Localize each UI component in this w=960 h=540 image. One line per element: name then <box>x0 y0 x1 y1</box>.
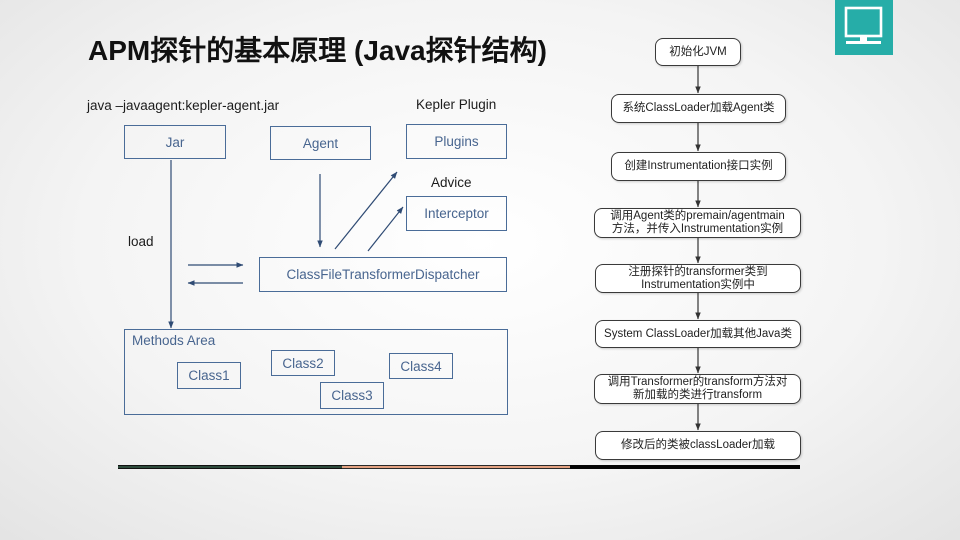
class3-box: Class3 <box>320 382 384 409</box>
methods-area-box: Methods Area Class1 Class2 Class3 Class4 <box>124 329 508 415</box>
bottom-bar-middle-segment <box>342 465 570 469</box>
flow-step-create-instrumentation: 创建Instrumentation接口实例 <box>611 152 786 181</box>
dispatcher-to-plugins-arrow <box>334 171 398 250</box>
plugins-box-label: Plugins <box>434 134 479 149</box>
jar-box-label: Jar <box>165 134 185 150</box>
flow-step-text: 系统ClassLoader加载Agent类 <box>622 102 775 114</box>
agent-box-label: Agent <box>302 135 339 151</box>
flow-step-register-transformer: 注册探针的transformer类到 Instrumentation实例中 <box>595 264 801 293</box>
class2-label: Class2 <box>282 355 324 371</box>
flow-step-call-transform: 调用Transformer的transform方法对 新加载的类进行transf… <box>594 374 801 404</box>
bottom-bar-right-segment <box>570 465 800 469</box>
flow-step-text: Instrumentation实例中 <box>641 278 755 291</box>
monitor-icon <box>844 6 883 44</box>
interceptor-box: Interceptor <box>406 196 507 231</box>
monitor-neck <box>860 37 867 41</box>
dispatcher-to-interceptor-arrow <box>367 206 404 252</box>
slide-title: APM探针的基本原理 (Java探针结构) <box>88 35 547 66</box>
flow-step-load-agent: 系统ClassLoader加载Agent类 <box>611 94 786 123</box>
plugins-box: Plugins <box>406 124 507 159</box>
flow-step-call-premain: 调用Agent类的premain/agentmain 方法，并传入Instrum… <box>594 208 801 238</box>
monitor-base <box>846 41 881 44</box>
advice-label: Advice <box>431 175 472 190</box>
methods-area-label: Methods Area <box>132 333 216 348</box>
class3-label: Class3 <box>331 388 373 403</box>
class4-label: Class4 <box>400 358 442 374</box>
flow-step-text: 新加载的类进行transform <box>632 389 763 401</box>
flow-step-init-jvm: 初始化JVM <box>655 38 741 66</box>
dispatcher-box: ClassFileTransformerDispatcher <box>259 257 507 292</box>
flow-step-text: 调用Transformer的transform方法对 <box>607 376 788 388</box>
flow-step-text: System ClassLoader加载其他Java类 <box>604 327 792 340</box>
javaagent-command: java –javaagent:kepler-agent.jar <box>87 98 280 113</box>
flow-step-text: 方法，并传入Instrumentation实例 <box>611 223 784 235</box>
bottom-bar-left-segment <box>118 465 342 469</box>
class2-box: Class2 <box>271 350 335 376</box>
kepler-plugin-label: Kepler Plugin <box>416 97 497 112</box>
flow-step-text: 初始化JVM <box>669 45 727 58</box>
agent-box: Agent <box>270 126 371 160</box>
flow-step-load-other-classes: System ClassLoader加载其他Java类 <box>595 320 801 348</box>
jar-box: Jar <box>124 125 226 159</box>
flow-step-text: 注册探针的transformer类到 <box>628 265 768 278</box>
class1-label: Class1 <box>188 368 230 383</box>
flow-step-text: 创建Instrumentation接口实例 <box>624 160 773 172</box>
flow-step-modified-class-loaded: 修改后的类被classLoader加载 <box>595 431 801 460</box>
monitor-screen <box>844 6 883 38</box>
corner-tile <box>835 0 893 55</box>
dispatcher-box-label: ClassFileTransformerDispatcher <box>286 267 480 282</box>
flow-step-text: 修改后的类被classLoader加载 <box>620 439 775 451</box>
load-label: load <box>128 234 154 249</box>
flow-step-text: 调用Agent类的premain/agentmain <box>610 210 785 222</box>
interceptor-box-label: Interceptor <box>424 206 489 221</box>
class1-box: Class1 <box>177 362 241 389</box>
class4-box: Class4 <box>389 353 453 379</box>
